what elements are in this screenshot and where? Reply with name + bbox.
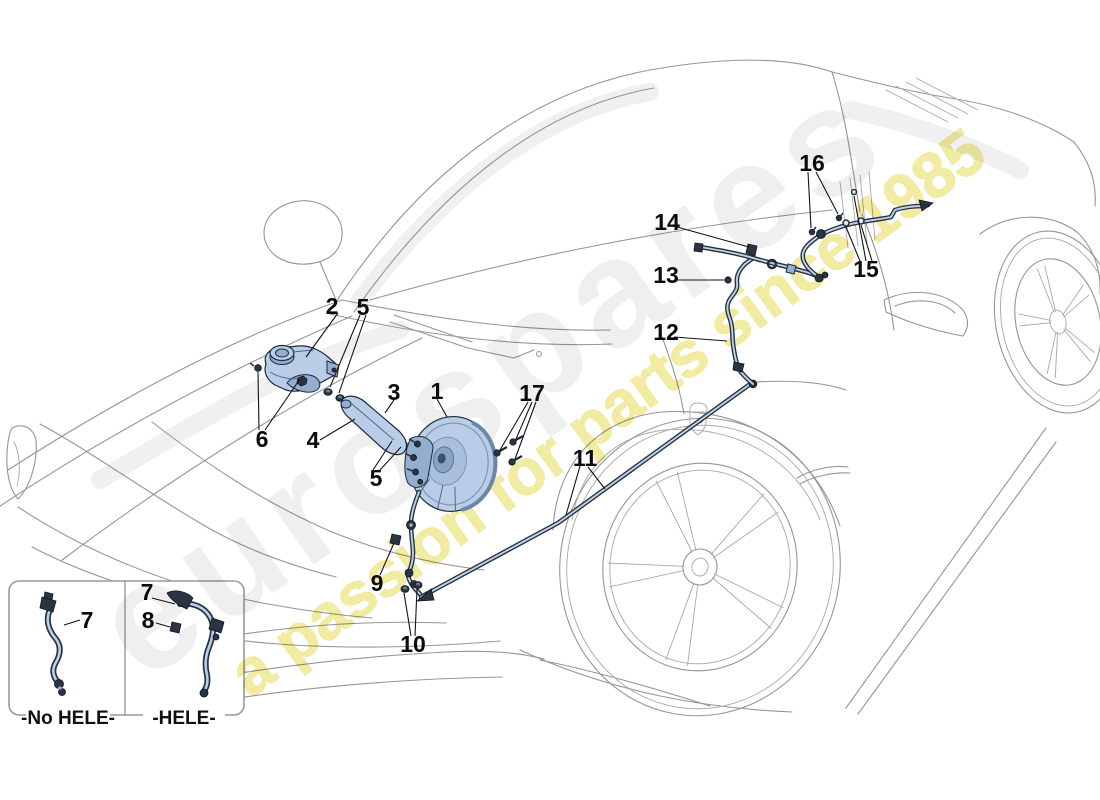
- pipe-clips: [842, 188, 865, 227]
- pipe-screws: [808, 212, 844, 236]
- callout-7-inset-left[interactable]: 7: [81, 607, 94, 633]
- rear-wheel: [993, 230, 1100, 414]
- union-screw: [724, 276, 732, 284]
- pipe-arrow-rear: [918, 199, 934, 212]
- leader-2: [305, 312, 339, 358]
- callout-4[interactable]: 4: [307, 427, 320, 453]
- master-cylinder: [404, 435, 434, 488]
- pipe-end-cap: [693, 242, 704, 253]
- leader-12: [673, 336, 728, 342]
- master-cylinder-pipe: [389, 489, 423, 597]
- pipe-fasteners: [400, 581, 423, 593]
- callout-11[interactable]: 11: [573, 445, 598, 471]
- door-handle: [796, 465, 849, 479]
- pipe-grommet: [766, 258, 778, 270]
- callout-10[interactable]: 10: [400, 631, 426, 657]
- side-air-intake: [883, 291, 969, 337]
- leader-7-left: [63, 619, 81, 626]
- callout-1[interactable]: 1: [431, 378, 444, 404]
- quarter-louvers: [839, 77, 979, 249]
- leader-10: [403, 588, 418, 637]
- front-rear-brake-pipe: [415, 379, 758, 602]
- headlight: [6, 425, 37, 500]
- callout-12[interactable]: 12: [653, 319, 679, 345]
- windshield-shade: [351, 83, 659, 309]
- callout-16[interactable]: 16: [799, 150, 825, 176]
- leader-lines: [63, 171, 873, 637]
- door-mirror: [263, 200, 343, 301]
- rear-pipe-upper: [693, 188, 934, 283]
- callout-5-top[interactable]: 5: [357, 294, 370, 320]
- callout-8-inset[interactable]: 8: [142, 607, 155, 633]
- callout-5-bottom[interactable]: 5: [370, 465, 383, 491]
- inset-hose-hele: [166, 590, 225, 698]
- inset-box: [8, 580, 245, 716]
- leader-8: [155, 622, 171, 628]
- leader-16: [807, 171, 839, 229]
- pipe-retaining-clip: [389, 533, 402, 546]
- leader-3: [384, 399, 395, 414]
- callout-2[interactable]: 2: [326, 293, 339, 319]
- leader-6: [257, 371, 301, 431]
- rear-brake-pipe: [724, 255, 756, 387]
- callout-14[interactable]: 14: [654, 209, 680, 235]
- deck-shade: [841, 101, 1029, 179]
- inset-captions: -No HELE- -HELE-: [21, 708, 225, 729]
- callouts: 1 2 3 4 5 5 6 9 10 11 12 13 14 15 16 17 …: [81, 150, 879, 657]
- car-body: [0, 59, 1100, 717]
- leader-5-bottom: [372, 440, 402, 471]
- caption-no-hele: -No HELE-: [21, 708, 115, 729]
- front-wheel: [559, 417, 841, 717]
- brake-servo: [404, 415, 498, 513]
- watermark-brand: eurospares: [65, 44, 916, 711]
- inset-hose-no-hele: [39, 591, 66, 696]
- leader-17: [499, 401, 537, 460]
- leader-9: [379, 542, 395, 576]
- servo-bolts: [493, 435, 524, 466]
- leader-1: [436, 398, 448, 418]
- leader-7-right: [151, 597, 176, 605]
- windshield-wiper: [389, 314, 543, 359]
- leader-15: [845, 195, 873, 262]
- pipe-elbow-clamp: [816, 229, 826, 239]
- callout-15[interactable]: 15: [853, 256, 879, 282]
- hose-clip: [169, 621, 182, 634]
- mounting-arm: [340, 395, 408, 456]
- caption-bg-right: [143, 709, 225, 728]
- leader-5-top: [329, 314, 367, 394]
- callout-13[interactable]: 13: [653, 262, 679, 288]
- caption-bg-left: [26, 709, 110, 728]
- callout-9[interactable]: 9: [371, 570, 384, 596]
- callout-7-inset-right[interactable]: 7: [141, 579, 154, 605]
- leader-4: [319, 418, 356, 441]
- highlighted-parts: [39, 188, 934, 698]
- servo-studs: [404, 438, 424, 485]
- pump-screw: [249, 362, 262, 372]
- leader-14: [676, 226, 750, 248]
- leader-11: [565, 465, 606, 516]
- callout-6[interactable]: 6: [256, 426, 269, 452]
- callout-17[interactable]: 17: [519, 380, 545, 406]
- hood-shade: [91, 321, 409, 489]
- callout-3[interactable]: 3: [388, 379, 401, 405]
- pipe-arrow-front: [415, 588, 435, 602]
- caption-hele: -HELE-: [152, 708, 215, 729]
